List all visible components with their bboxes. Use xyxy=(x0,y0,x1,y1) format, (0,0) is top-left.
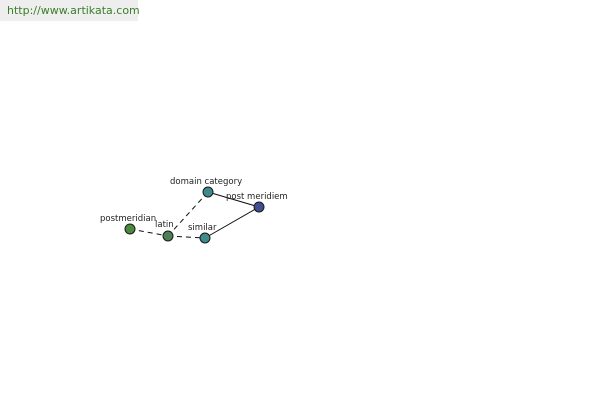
node-latin[interactable]: latin xyxy=(155,220,174,242)
edges-layer xyxy=(129,191,260,239)
node-marker-similar[interactable] xyxy=(199,232,211,244)
edge-domain-category-post-meridiem xyxy=(207,191,260,208)
node-label-postmeridian: postmeridian xyxy=(100,214,156,224)
node-marker-domain-category[interactable] xyxy=(202,186,214,198)
node-label-similar: similar xyxy=(188,223,217,233)
edge-latin-similar xyxy=(167,235,206,239)
node-domain-category[interactable]: domain category xyxy=(170,177,242,198)
edge-similar-post-meridiem xyxy=(204,206,260,239)
edge-postmeridian-latin xyxy=(129,228,169,237)
node-postmeridian[interactable]: postmeridian xyxy=(100,214,156,235)
node-marker-latin[interactable] xyxy=(162,230,174,242)
edge-latin-domain-category xyxy=(167,191,209,237)
node-label-domain-category: domain category xyxy=(170,177,242,187)
node-marker-postmeridian[interactable] xyxy=(124,223,136,235)
source-url-watermark[interactable]: http://www.artikata.com xyxy=(0,0,140,21)
node-label-latin: latin xyxy=(155,220,174,230)
node-marker-post-meridiem[interactable] xyxy=(253,201,265,213)
node-similar[interactable]: similar xyxy=(188,223,217,244)
node-post-meridiem[interactable]: post meridiem xyxy=(226,192,288,213)
node-label-post-meridiem: post meridiem xyxy=(226,192,288,202)
